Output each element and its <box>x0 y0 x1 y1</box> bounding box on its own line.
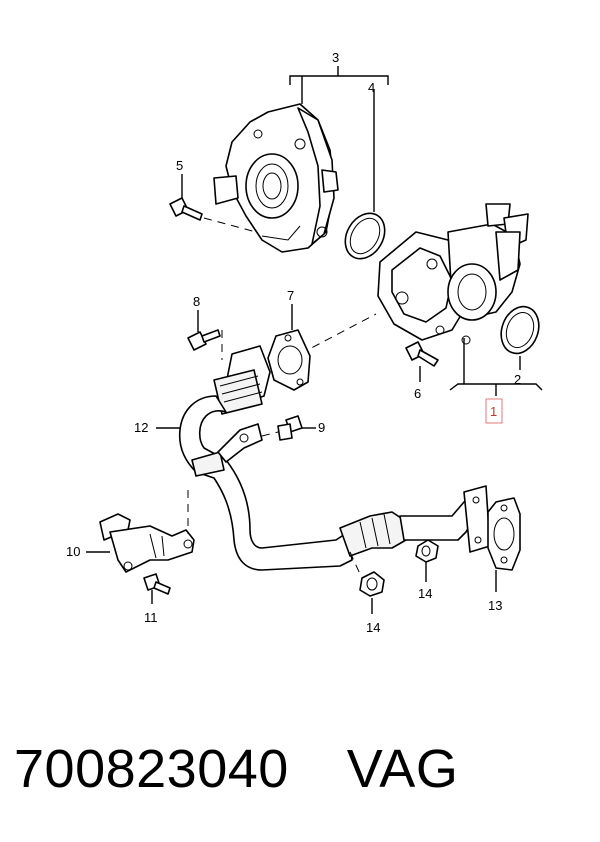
callout-12: 12 <box>134 420 148 435</box>
callout-6: 6 <box>414 386 421 401</box>
nut-14-left <box>359 571 385 597</box>
callout-14-left: 14 <box>366 620 380 635</box>
callout-9: 9 <box>318 420 325 435</box>
bracket-3 <box>289 66 389 85</box>
callout-11: 11 <box>144 610 158 625</box>
gasket-13 <box>487 497 521 571</box>
o-ring-4 <box>344 212 386 260</box>
callout-5: 5 <box>176 158 183 173</box>
bracket-part-10 <box>99 513 195 573</box>
exploded-parts-diagram: 3 4 5 8 7 2 6 1 12 9 10 11 14 14 13 <box>66 50 543 635</box>
bolt-8 <box>187 329 221 351</box>
bracket-1 <box>449 383 543 396</box>
nut-14-right <box>415 539 439 563</box>
callout-3: 3 <box>332 50 339 65</box>
callout-10: 10 <box>66 544 80 559</box>
callout-2: 2 <box>514 372 521 387</box>
callout-13: 13 <box>488 598 502 613</box>
callout-7: 7 <box>287 288 294 303</box>
part-caption: 700823040 VAG <box>14 738 594 818</box>
callout-4: 4 <box>368 80 375 95</box>
part-number: 700823040 <box>14 739 289 799</box>
o-ring-2 <box>500 305 540 355</box>
callout-1-box <box>485 398 503 424</box>
egr-pipe-12 <box>178 345 491 571</box>
gasket-7 <box>267 329 311 391</box>
bolt-5 <box>169 197 203 221</box>
bolt-11 <box>143 573 171 595</box>
bolt-9 <box>277 415 303 441</box>
throttle-body-part <box>213 103 339 253</box>
egr-valve-part <box>377 203 529 345</box>
brand-name: VAG <box>346 739 459 799</box>
callout-14-right: 14 <box>418 586 432 601</box>
callout-1: 1 <box>490 404 497 419</box>
bolt-6 <box>405 341 439 367</box>
callout-8: 8 <box>193 294 200 309</box>
